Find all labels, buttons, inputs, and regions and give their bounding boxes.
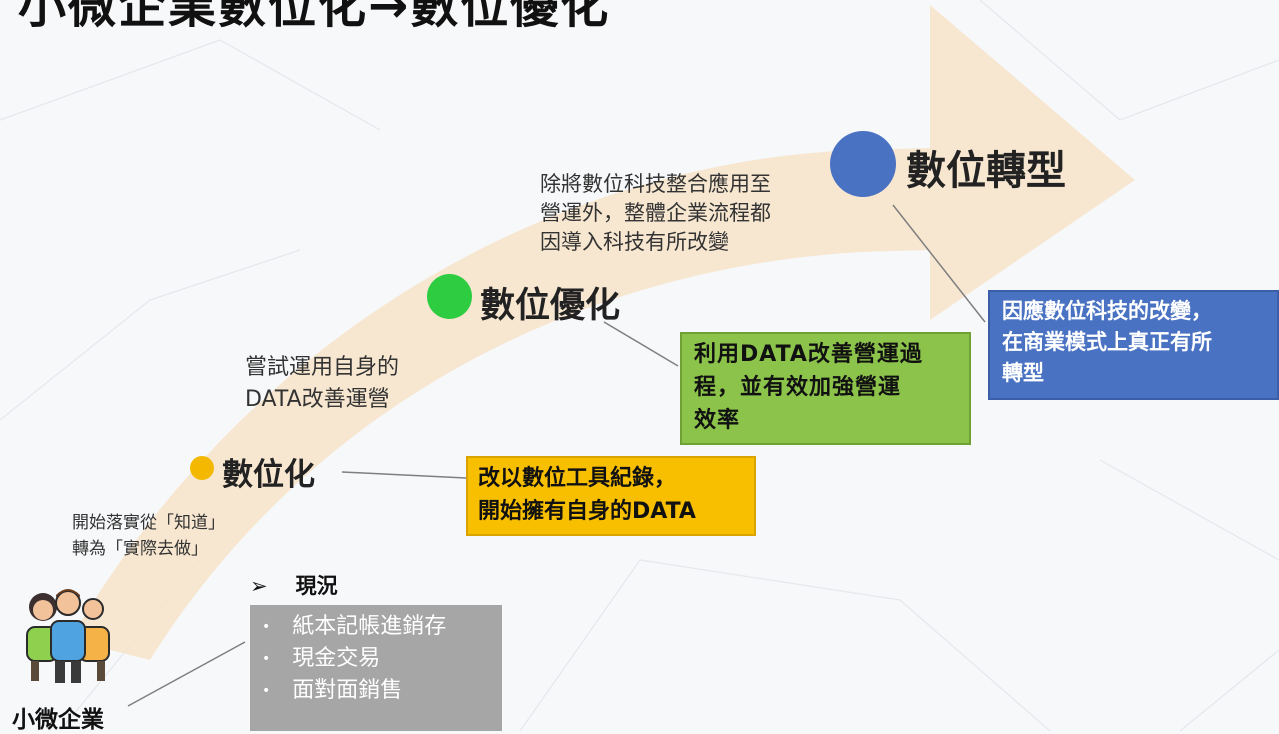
box-line: 轉型 <box>1002 361 1044 385</box>
box-line: 程，並有效加強營運 <box>694 375 902 400</box>
growth-arrow <box>70 5 1135 660</box>
optimization-description: 除將數位科技整合應用至 營運外，整體企業流程都 因導入科技有所改變 <box>540 170 771 257</box>
box-line: 在商業模式上真正有所 <box>1002 330 1212 354</box>
transformation-dot <box>830 131 896 197</box>
company-label: 小微企業 <box>12 707 104 733</box>
description-line: 嘗試運用自身的 <box>245 355 400 380</box>
description-line: 除將數位科技整合應用至 <box>540 172 771 196</box>
digitization-description: 嘗試運用自身的 DATA改善運營 <box>245 352 399 416</box>
stage-label-transformation: 數位轉型 <box>906 148 1066 194</box>
description-line: 因導入科技有所改變 <box>540 230 729 254</box>
digitization-detail-box: 改以數位工具紀錄， 開始擁有自身的DATA <box>466 456 756 536</box>
status-item: 紙本記帳進銷存 <box>262 611 490 643</box>
box-line: 效率 <box>694 408 741 433</box>
status-item: 面對面銷售 <box>262 675 490 707</box>
box-line: 開始擁有自身的DATA <box>478 499 696 524</box>
status-item: 現金交易 <box>262 643 490 675</box>
stage-label-optimization: 數位優化 <box>480 286 621 326</box>
optimization-dot <box>427 274 472 319</box>
description-line: 開始落實從「知道」 <box>72 513 225 533</box>
page-title: 小微企業數位化→數位優化 <box>18 0 611 34</box>
start-description: 開始落實從「知道」 轉為「實際去做」 <box>72 510 225 562</box>
connector-optimization <box>603 321 679 367</box>
description-line: DATA改善運營 <box>245 387 390 412</box>
stage-label-digitization: 數位化 <box>222 457 315 493</box>
transformation-detail-box: 因應數位科技的改變， 在商業模式上真正有所 轉型 <box>988 290 1279 400</box>
connector-transformation <box>892 204 986 323</box>
digitization-dot <box>190 456 214 480</box>
box-line: 因應數位科技的改變， <box>1002 299 1212 323</box>
description-line: 營運外，整體企業流程都 <box>540 201 771 225</box>
arrow-bullet-icon: ➢ <box>250 574 268 598</box>
connector-status <box>127 641 246 707</box>
people-group-icon <box>26 589 110 683</box>
box-line: 改以數位工具紀錄， <box>478 466 677 491</box>
box-line: 利用DATA改善營運過 <box>694 342 923 367</box>
status-heading-text: 現況 <box>295 574 338 598</box>
status-list-box: 紙本記帳進銷存 現金交易 面對面銷售 <box>250 605 502 731</box>
status-heading: ➢ 現況 <box>250 570 338 600</box>
status-list: 紙本記帳進銷存 現金交易 面對面銷售 <box>262 611 490 707</box>
optimization-detail-box: 利用DATA改善營運過 程，並有效加強營運 效率 <box>680 332 971 445</box>
connector-digitization <box>341 471 467 479</box>
description-line: 轉為「實際去做」 <box>72 539 208 559</box>
